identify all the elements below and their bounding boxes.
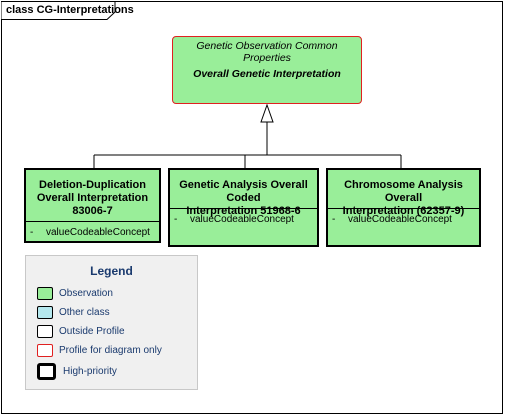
class-chromosome-analysis-overall[interactable]: Chromosome Analysis Overall Interpretati… [326, 168, 481, 247]
legend-item-profile-diagram-only: Profile for diagram only [37, 344, 162, 357]
legend-panel: Legend Observation Other class Outside P… [25, 255, 198, 390]
frame-tab-outline [1, 1, 116, 20]
class-stereotype: Genetic Observation Common Properties [196, 40, 338, 64]
frame-title: class CG-Interpretations [6, 4, 134, 16]
class-genetic-analysis-overall-coded[interactable]: Genetic Analysis Overall Coded Interpret… [168, 168, 319, 247]
class-name-line: Deletion-Duplication [39, 179, 146, 191]
legend-item-other-class: Other class [37, 306, 110, 319]
legend-item-outside-profile: Outside Profile [37, 325, 125, 338]
legend-label: Profile for diagram only [59, 345, 162, 356]
class-overall-genetic-interpretation[interactable]: Genetic Observation Common Properties Ov… [172, 36, 362, 104]
legend-label: High-priority [63, 366, 117, 377]
legend-title: Legend [90, 264, 133, 278]
class-name-line: Overall Interpretation [36, 192, 149, 204]
attribute-visibility: - [332, 214, 336, 225]
attribute-name: valueCodeableConcept [46, 227, 150, 238]
attribute-row[interactable]: - valueCodeableConcept [170, 209, 317, 225]
attribute-row[interactable]: - valueCodeableConcept [328, 209, 479, 225]
class-name-line: Genetic Analysis Overall Coded [179, 179, 308, 204]
attribute-visibility: - [174, 214, 178, 225]
legend-label: Outside Profile [59, 326, 125, 337]
attribute-visibility: - [30, 227, 34, 238]
legend-swatch [37, 363, 56, 380]
legend-swatch [37, 344, 53, 357]
legend-swatch [37, 306, 53, 319]
attribute-name: valueCodeableConcept [348, 214, 452, 225]
class-name-line: Chromosome Analysis Overall [344, 179, 463, 204]
legend-item-high-priority: High-priority [37, 363, 117, 380]
attribute-name: valueCodeableConcept [190, 214, 294, 225]
legend-swatch [37, 325, 53, 338]
legend-swatch [37, 287, 53, 300]
inheritance-arrowhead [260, 103, 274, 123]
class-name-line: 83006-7 [72, 205, 113, 217]
legend-label: Other class [59, 307, 110, 318]
class-name: Overall Genetic Interpretation [193, 68, 341, 80]
attribute-row[interactable]: - valueCodeableConcept [26, 222, 159, 238]
class-deletion-duplication[interactable]: Deletion-Duplication Overall Interpretat… [24, 168, 161, 243]
legend-label: Observation [59, 288, 113, 299]
legend-item-observation: Observation [37, 287, 113, 300]
